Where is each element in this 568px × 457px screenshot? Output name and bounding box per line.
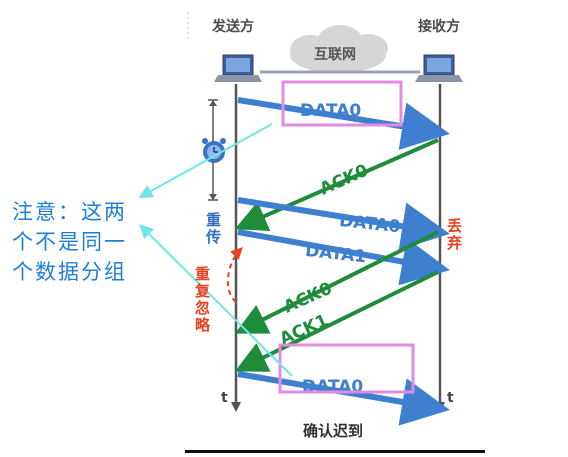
receiver-laptop-icon [415, 54, 463, 82]
message-arrow-0 [237, 97, 450, 151]
receiver-label: 接收方 [418, 19, 460, 35]
note-line-1: 注意：这两 [12, 200, 127, 224]
note-line-3: 个数据分组 [12, 260, 127, 284]
message-label-6: DATA0 [302, 377, 363, 397]
highlight-box-first-data0 [281, 80, 403, 127]
sender-time-label: t [221, 390, 228, 406]
retransmit-label: 重传 [206, 211, 222, 246]
message-label-4: ACK0 [281, 279, 336, 318]
message-label-2: DATA0 [338, 211, 401, 237]
message-label-1: ACK0 [317, 161, 372, 200]
highlight-box-last-data0 [278, 343, 415, 394]
message-arrow-2 [237, 197, 450, 251]
alarm-clock-icon [202, 138, 226, 163]
receiver-time-label: t [447, 390, 454, 406]
cloud-icon [290, 25, 388, 73]
sender-lifeline-arrowhead [231, 402, 241, 412]
ignore-label: 重复忽略 [195, 265, 211, 334]
annotation-line-to-last [139, 224, 293, 377]
message-arrow-5 [234, 270, 439, 372]
message-arrow-3 [237, 229, 450, 286]
note-line-2: 个不是同一 [12, 230, 127, 254]
bottom-rule [185, 450, 485, 453]
message-arrow-1 [234, 138, 439, 232]
sender-label: 发送方 [212, 19, 254, 35]
message-label-3: DATA1 [304, 241, 367, 267]
annotation-line-to-first [138, 123, 273, 198]
sender-laptop-icon [214, 54, 262, 82]
cloud-label: 互联网 [314, 47, 356, 63]
discard-label: 丢弃 [447, 217, 463, 252]
diagram-caption: 确认迟到 [303, 422, 364, 440]
message-label-0: DATA0 [300, 101, 361, 121]
message-arrow-4 [234, 230, 439, 334]
ignore-curve-arrow [226, 247, 243, 303]
